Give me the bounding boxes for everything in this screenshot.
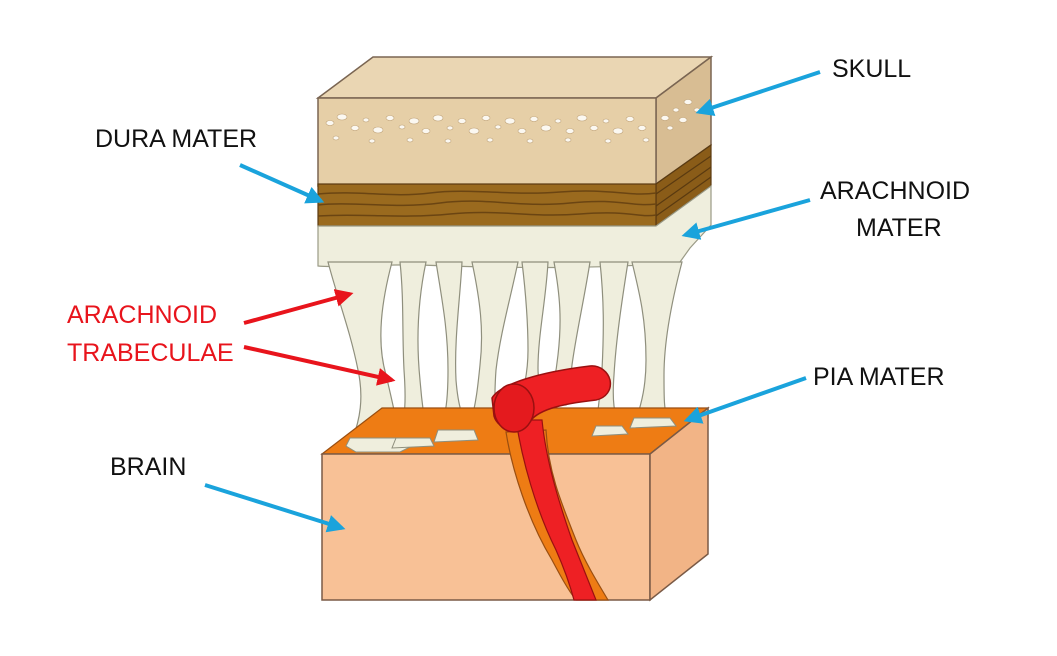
arachnoid-mater-label-line1: ARACHNOID xyxy=(820,177,971,205)
arachnoid-mater-arrow xyxy=(681,198,811,240)
arachnoid-mater-label-line2: MATER xyxy=(856,214,942,242)
arachnoid-trabeculae-label-line1: ARACHNOID xyxy=(67,301,218,329)
pointer-arrows xyxy=(204,70,821,533)
brain-layer xyxy=(321,406,709,602)
pia-mater-label: PIA MATER xyxy=(813,363,945,391)
arachnoid-trabeculae-label-line2: TRABECULAE xyxy=(67,339,234,367)
skull-bone-pores xyxy=(325,99,701,144)
skull-label: SKULL xyxy=(832,55,912,83)
trabeculae-arrow-upper xyxy=(243,289,354,325)
blood-vessel xyxy=(491,365,612,601)
dura-mater-label: DURA MATER xyxy=(95,125,258,153)
skull-arrow xyxy=(695,70,821,117)
brain-arrow xyxy=(204,483,346,533)
brain-label: BRAIN xyxy=(110,453,187,481)
trabeculae-arrow-lower xyxy=(243,345,396,386)
dura-mater-arrow xyxy=(239,163,325,204)
arachnoid-trabeculae xyxy=(327,261,683,441)
pia-mater-arrow xyxy=(683,376,807,424)
skull-layer xyxy=(315,55,714,187)
dura-mater-layer xyxy=(317,143,712,228)
